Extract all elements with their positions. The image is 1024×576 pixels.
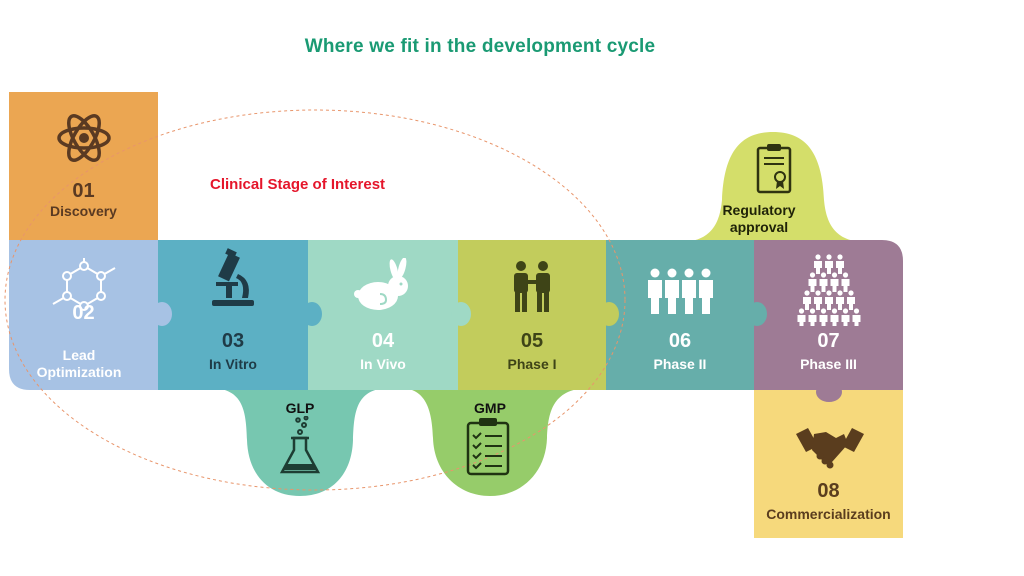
connector-knob (816, 382, 842, 402)
stage-discovery: 01 Discovery (9, 92, 158, 240)
stage-label: Phase II (653, 356, 707, 372)
phase-3-block (754, 240, 903, 390)
stage-phase-3: 07 Phase III (754, 240, 903, 390)
stage-phase-2: 06 Phase II (606, 240, 754, 390)
stage-in-vitro: 03 In Vitro (158, 240, 308, 390)
stage-number: 03 (221, 330, 245, 352)
glp-bubble (210, 388, 390, 496)
connector-knob (747, 302, 767, 326)
atom-icon (57, 114, 111, 162)
in-vivo-block (308, 240, 458, 390)
connector-knob (152, 302, 172, 326)
stage-label: Phase III (800, 356, 857, 372)
stage-commercialization: 08 Commercialization (754, 390, 903, 538)
certificate-icon (756, 144, 792, 194)
stage-phase-1: 05 Phase I (458, 240, 606, 390)
stage-number: 06 (668, 330, 692, 352)
glp-label: GLP (285, 400, 315, 416)
stage-number: 08 (817, 480, 840, 502)
crowd-icon (797, 254, 861, 326)
interest-ellipse (4, 109, 626, 491)
stage-number: 07 (817, 330, 840, 352)
checklist-icon (466, 418, 510, 476)
stage-label: Commercialization (766, 506, 891, 522)
stage-in-vivo: 04 In Vivo (308, 240, 458, 390)
stage-label: Lead Optimization (36, 347, 122, 380)
stage-number: 04 (371, 330, 395, 352)
regulatory-label: Regulatory approval (722, 202, 796, 235)
stage-label: Phase I (507, 356, 557, 372)
regulatory-bubble (680, 132, 866, 242)
gmp-label: GMP (474, 400, 506, 416)
group-icon (648, 268, 713, 314)
stage-lead-optimization: 02 Lead Optimization (9, 240, 158, 390)
rabbit-icon (354, 258, 408, 310)
microscope-icon (212, 248, 254, 306)
stage-label: In Vivo (360, 356, 406, 372)
gmp-bubble (400, 388, 590, 496)
phase-1-block (458, 240, 606, 390)
connector-knob (599, 302, 619, 326)
stage-label: Discovery (50, 203, 117, 219)
stage-number: 05 (520, 330, 544, 352)
regulatory-approval: Regulatory approval (700, 140, 846, 240)
glp-bubble-content: GLP (250, 396, 350, 492)
flask-icon (279, 416, 321, 474)
discovery-block (9, 92, 158, 240)
lead-optimization-block (9, 240, 158, 390)
gmp-bubble-content: GMP (440, 396, 540, 492)
stage-number: 02 (72, 302, 95, 324)
stage-number: 01 (72, 180, 95, 202)
clinical-stage-label: Clinical Stage of Interest (210, 176, 386, 193)
people-icon (514, 261, 550, 312)
molecule-icon (52, 258, 116, 311)
connector-knob (302, 302, 322, 326)
handshake-icon (796, 428, 864, 469)
stage-label: In Vitro (209, 356, 257, 372)
page-title: Where we fit in the development cycle (304, 36, 656, 57)
phase-2-block (606, 240, 754, 390)
connector-knob (451, 302, 471, 326)
